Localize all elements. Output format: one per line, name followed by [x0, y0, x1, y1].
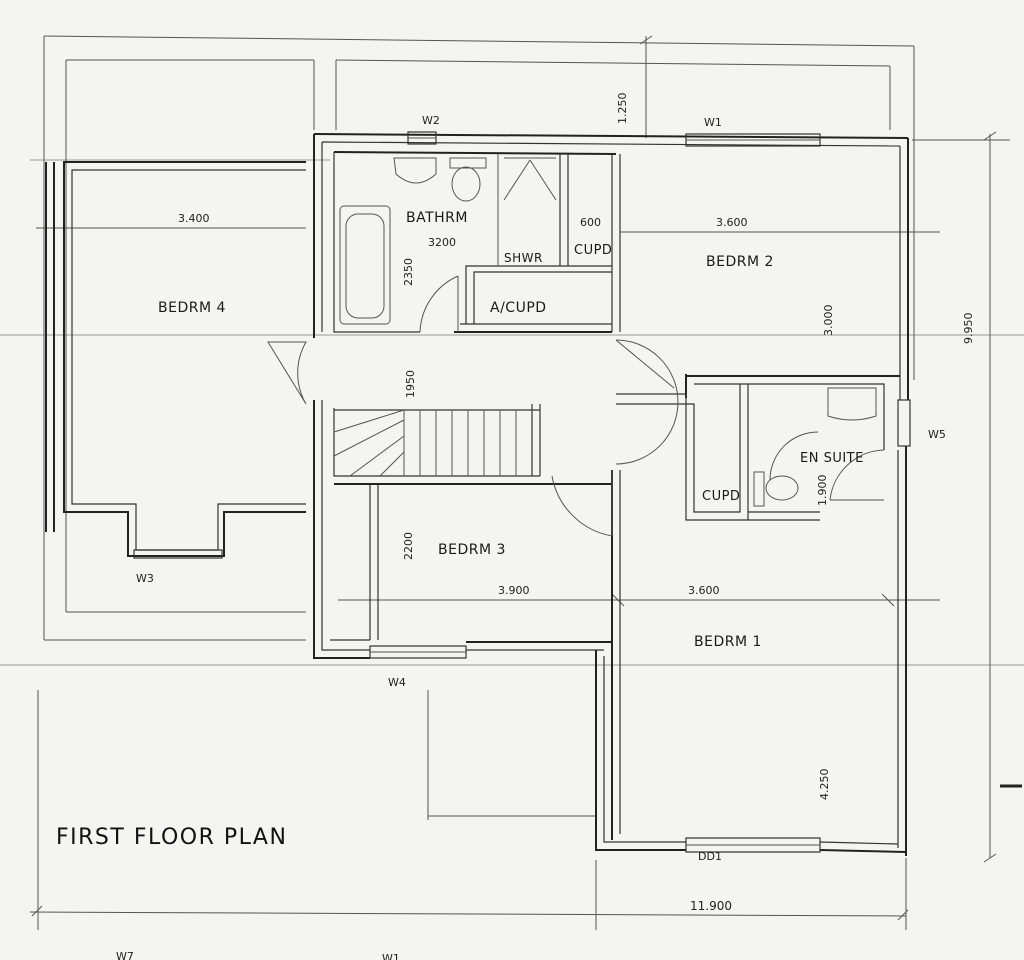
dim-overall-depth: 9.950 — [962, 313, 975, 345]
dim-bedrm1-depth: 4.250 — [818, 769, 831, 801]
dim-bathrm-depth: 2350 — [402, 258, 415, 286]
dim-bathrm-width: 3200 — [428, 236, 456, 249]
dim-en-suite-depth: 1.900 — [816, 475, 829, 507]
dim-bedrm2-depth: 3.000 — [822, 305, 835, 337]
room-label-en-suite: EN SUITE — [800, 451, 864, 466]
window-label-w5: W5 — [928, 428, 946, 441]
dim-overall-width: 11.900 — [690, 899, 732, 913]
dimension-labels: 3.400 3200 2350 600 3.600 3.000 1.250 9.… — [178, 93, 975, 914]
dim-cupd-width: 600 — [580, 216, 601, 229]
dim-bedrm2-width: 3.600 — [716, 216, 748, 229]
cropped-label-w7: W7 — [116, 950, 134, 960]
window-label-w1: W1 — [704, 116, 722, 129]
room-labels: BEDRM 4 BATHRM SHWR CUPD A/CUPD BEDRM 2 … — [158, 210, 864, 650]
window-labels: W1 W2 W3 W4 W5 DD1 W7 W1 — [116, 114, 946, 960]
dimension-frame — [29, 35, 1010, 930]
windows — [133, 131, 911, 853]
staircase — [333, 409, 517, 477]
window-label-dd1: DD1 — [698, 850, 722, 863]
room-label-bedroom1: BEDRM 1 — [694, 634, 762, 650]
plan-title: FIRST FLOOR PLAN — [56, 825, 287, 850]
door-swings — [267, 275, 885, 537]
room-label-cupboard-top: CUPD — [574, 243, 612, 258]
dim-bedrm1-width: 3.600 — [688, 584, 720, 597]
dim-bedrm4-width: 3.400 — [178, 212, 210, 225]
window-label-w3: W3 — [136, 572, 154, 585]
room-label-bedroom4: BEDRM 4 — [158, 300, 226, 316]
fixtures — [339, 157, 877, 507]
dim-top-offset: 1.250 — [616, 93, 629, 125]
room-label-shower: SHWR — [504, 251, 543, 265]
scan-streaks — [0, 159, 1024, 666]
dim-landing: 1950 — [404, 370, 417, 398]
window-label-w2: W2 — [422, 114, 440, 127]
window-label-w4: W4 — [388, 676, 406, 689]
room-label-bedroom3: BEDRM 3 — [438, 542, 506, 558]
room-label-bedroom2: BEDRM 2 — [706, 254, 774, 270]
walls — [45, 133, 909, 856]
dim-bedrm3-width: 3.900 — [498, 584, 530, 597]
cropped-label-w1-bottom: W1 — [382, 952, 400, 960]
room-label-bathroom: BATHRM — [406, 210, 468, 226]
room-label-airing-cupboard: A/CUPD — [490, 300, 547, 316]
room-label-cupboard-ensuite: CUPD — [702, 489, 740, 504]
dim-bedrm3-depth: 2200 — [402, 532, 415, 560]
